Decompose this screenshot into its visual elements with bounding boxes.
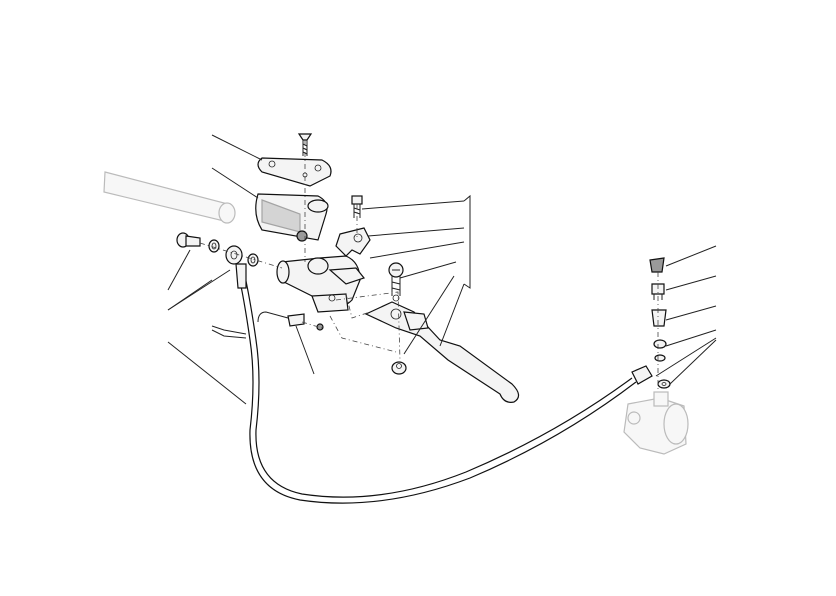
reservoir — [255, 193, 329, 242]
bleed-cap — [649, 257, 665, 273]
slave-banjo-bolt — [651, 309, 671, 389]
clutch-lever — [364, 301, 520, 403]
handlebar-grip — [103, 171, 236, 224]
master-cylinder-body — [276, 255, 366, 313]
hydraulic-hose — [235, 263, 653, 504]
leader-lines — [167, 134, 717, 405]
pivot-bolt — [388, 262, 404, 302]
assembly-lines — [199, 140, 659, 390]
slave-cylinder — [623, 391, 689, 455]
bracket — [463, 194, 471, 289]
sealing-washers — [208, 239, 259, 267]
banjo-bolt — [176, 232, 201, 248]
reservoir-cover — [257, 157, 332, 187]
clamp-bracket — [335, 227, 371, 257]
lever-pivot-nut — [391, 361, 407, 375]
countersunk-screw — [297, 133, 313, 156]
bleed-valve — [651, 283, 665, 300]
clutch-switch — [211, 311, 324, 339]
